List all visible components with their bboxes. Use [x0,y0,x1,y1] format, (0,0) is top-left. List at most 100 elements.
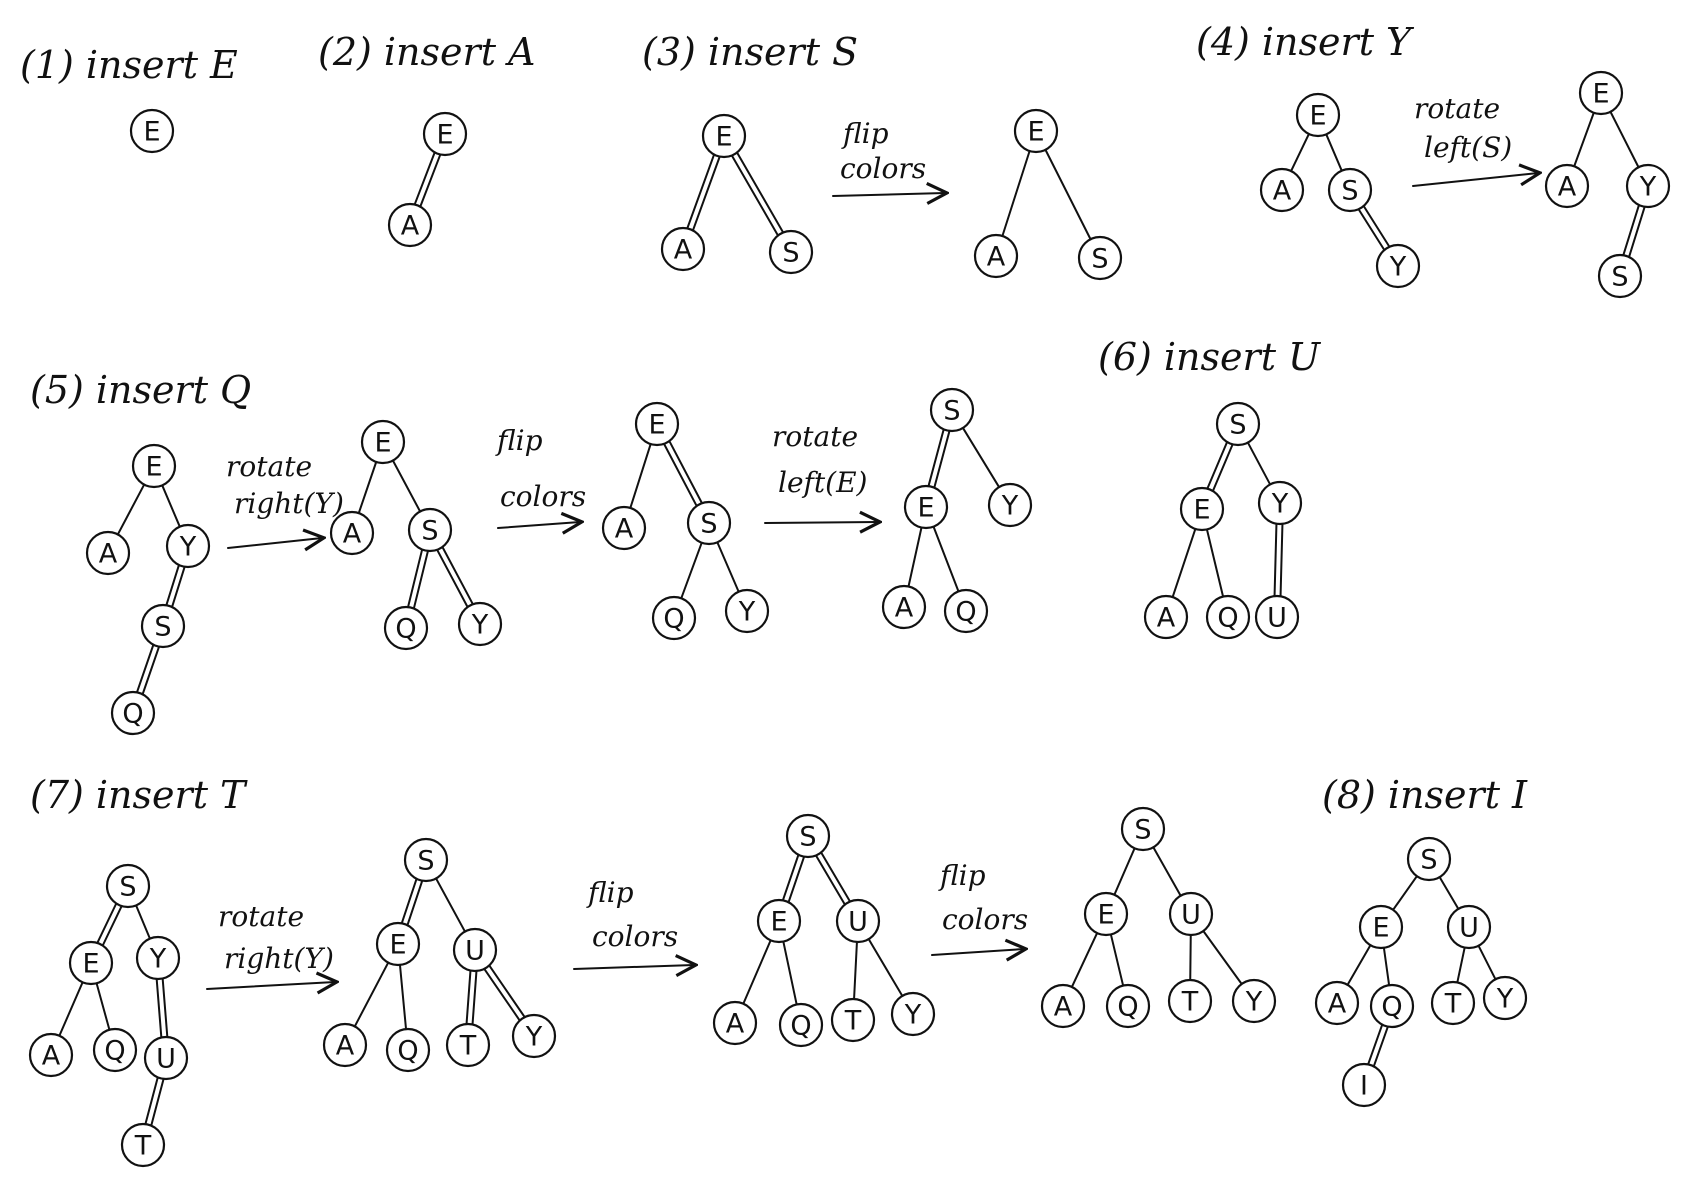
node-circle [1013,108,1059,154]
node-key: Y [1639,172,1657,203]
node-key: S [417,846,434,877]
tree-node-Q: Q [1205,594,1251,640]
node-circle [1295,92,1341,138]
node-circle [1544,163,1590,209]
node-circle [1120,806,1166,852]
node-circle [385,1027,431,1073]
node-key: Q [1117,992,1138,1023]
node-key: Q [1217,603,1238,634]
arrow-3 [832,193,945,196]
tree-node-E: E [1013,108,1059,154]
action-line-2: left(E) [778,466,867,499]
black-link [357,460,378,515]
node-circle [110,690,156,736]
node-circle [634,401,680,447]
node-circle [140,603,186,649]
node-circle [407,507,453,553]
node-key: Y [1271,489,1289,520]
node-key: A [615,514,634,545]
node-circle [360,419,406,465]
tree-node-S: S [1215,401,1261,447]
tree-node-S: S [686,500,732,546]
action-flip-colors-3: flip colors [840,117,926,185]
node-key: S [700,509,717,540]
node-key: Q [397,1036,418,1067]
red-link [407,548,429,610]
node-circle [756,898,802,944]
tree-node-Y: Y [511,1013,557,1059]
tree-node-A: A [85,530,131,576]
node-key: A [726,1009,745,1040]
black-link [1205,528,1225,598]
node-circle [1215,401,1261,447]
node-circle [129,108,175,154]
node-circle [660,226,706,272]
node-circle [1231,978,1277,1024]
action-line-1: rotate [772,420,858,453]
node-key: Q [663,604,684,635]
node-circle [1341,1062,1387,1108]
tree-t1: E [129,108,175,154]
black-link [116,483,146,536]
tree-node-E: E [131,443,177,489]
red-link [144,1076,165,1127]
black-link [1001,150,1031,237]
node-key: Q [955,597,976,628]
tree-node-Q: Q [110,690,156,736]
node-key: E [715,122,732,153]
black-link [353,961,390,1028]
node-circle [131,443,177,489]
black-link [853,940,858,1001]
node-key: E [145,452,162,483]
tree-node-T: T [445,1022,491,1068]
black-link [398,963,408,1031]
node-key: E [1592,79,1609,110]
node-key: S [1134,815,1151,846]
node-circle [387,202,433,248]
tree-node-E: E [1578,70,1624,116]
node-key: E [389,930,406,961]
action-line-1: rotate [226,450,312,483]
black-link [1456,946,1466,984]
tree-node-A: A [322,1022,368,1068]
node-key: S [1611,262,1628,293]
red-link [815,851,851,906]
black-link [932,525,960,593]
node-circle [457,601,503,647]
red-link [927,428,951,489]
node-circle [68,940,114,986]
node-key: Y [904,1000,922,1031]
tree-node-A: A [1314,980,1360,1026]
node-circle [785,813,831,859]
tree-node-S: S [1077,235,1123,281]
tree-node-T: T [1167,978,1213,1024]
node-circle [1597,253,1643,299]
black-link [1202,930,1243,985]
black-link [1113,847,1136,896]
node-circle [1327,167,1373,213]
arrow-4 [1412,173,1538,187]
node-key: S [1229,410,1246,441]
node-key: E [917,493,934,524]
node-key: A [42,1041,61,1072]
action-line-1: flip [938,859,986,892]
red-link [730,151,785,237]
tree-node-E: E [1358,904,1404,950]
tree-node-I: I [1341,1062,1387,1108]
tree-node-Y: Y [890,991,936,1037]
node-circle [165,523,211,569]
action-line-1: rotate [218,900,304,933]
action-line-1: flip [841,117,889,150]
tree-node-A: A [973,233,1019,279]
action-line-2: colors [840,152,926,185]
action-line-2: colors [500,480,586,513]
node-circle [1143,594,1189,640]
black-link [1609,110,1640,169]
tree-node-Q: Q [92,1027,138,1073]
action-flip-colors-7b: flip colors [938,859,1028,936]
black-link [907,526,923,588]
